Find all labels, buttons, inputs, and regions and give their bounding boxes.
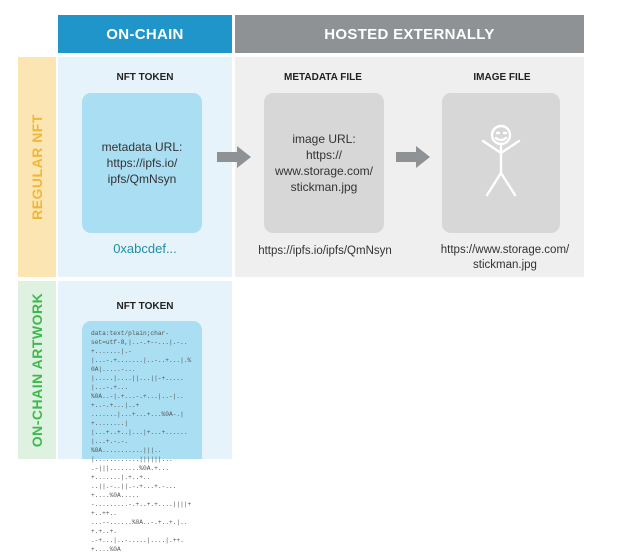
nft-token-line-1: metadata URL:	[101, 140, 183, 154]
metadata-caption: https://ipfs.io/ipfs/QmNsyn	[258, 245, 392, 257]
hosted-externally-header: HOSTED EXTERNALLY	[235, 15, 584, 53]
nft-token-line-3: ipfs/QmNsyn	[107, 172, 177, 186]
on-chain-header: ON-CHAIN	[58, 15, 232, 53]
image-caption-line-1: https://www.storage.com/	[440, 244, 570, 256]
image-caption-line-2: stickman.jpg	[473, 259, 537, 271]
artwork-nft-token-title: NFT TOKEN	[116, 301, 174, 312]
metadata-file-card: image URL: https:// www.storage.com/ sti…	[264, 93, 384, 233]
metadata-line-2: https://	[305, 148, 343, 162]
artwork-data-text: data:text/plain;char- set=utf-8,|..-.+--…	[91, 330, 192, 553]
regular-nft-label: REGULAR NFT	[29, 114, 45, 220]
artwork-token-card: data:text/plain;char- set=utf-8,|..-.+--…	[82, 321, 202, 553]
image-file-title: IMAGE FILE	[473, 72, 531, 83]
metadata-file-title: METADATA FILE	[284, 72, 362, 83]
stickman-icon	[481, 124, 521, 197]
metadata-line-4: stickman.jpg	[290, 180, 358, 194]
on-chain-header-label: ON-CHAIN	[106, 25, 184, 43]
metadata-line-1: image URL:	[292, 132, 356, 146]
regular-nft-row-label: REGULAR NFT	[18, 57, 56, 277]
nft-token-card: metadata URL: https://ipfs.io/ ipfs/QmNs…	[82, 93, 202, 233]
metadata-line-3: www.storage.com/	[274, 164, 374, 178]
image-caption: https://www.storage.com/ stickman.jpg	[425, 243, 585, 273]
on-chain-artwork-label: ON-CHAIN ARTWORK	[29, 292, 45, 448]
hosted-externally-header-label: HOSTED EXTERNALLY	[324, 25, 495, 43]
nft-token-line-2: https://ipfs.io/	[106, 156, 178, 170]
right-arrow-icon	[217, 146, 251, 168]
nft-token-title: NFT TOKEN	[116, 72, 174, 83]
image-file-card	[442, 93, 560, 233]
right-arrow-icon	[396, 146, 430, 168]
on-chain-artwork-row-label: ON-CHAIN ARTWORK	[18, 281, 56, 459]
token-hash: 0xabcdef...	[113, 241, 177, 256]
